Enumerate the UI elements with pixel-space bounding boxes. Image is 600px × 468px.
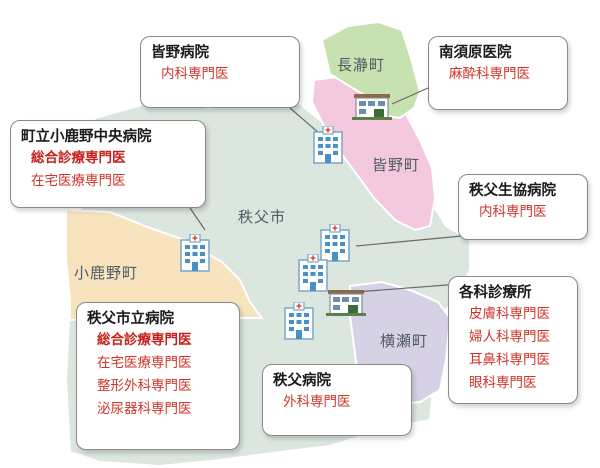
- specialty-item: 在宅医療専門医: [97, 355, 192, 371]
- hospital-name: 各科診療所: [459, 285, 532, 301]
- hospital-name: 皆野病院: [151, 45, 209, 61]
- hospital-name: 町立小鹿野中央病院: [21, 129, 152, 145]
- specialty-item: 在宅医療専門医: [31, 173, 126, 189]
- specialty-item: 総合診療専門医: [31, 150, 126, 166]
- hospital-building-icon[interactable]: [284, 302, 314, 340]
- specialty-item: 外科専門医: [283, 394, 351, 410]
- leader-minano-hospital: [289, 107, 321, 135]
- hospital-name: 秩父病院: [273, 373, 331, 389]
- hospital-name: 秩父生協病院: [469, 183, 556, 199]
- specialty-item: 耳鼻科専門医: [469, 352, 550, 368]
- clinic-building-icon[interactable]: [326, 284, 366, 316]
- callout-chichibu-hospital[interactable]: 秩父病院 外科専門医: [262, 364, 412, 436]
- region-nagatoro-shape: [320, 20, 422, 120]
- region-label-chichibu: 秩父市: [238, 208, 287, 226]
- callout-ogano-central-hospital[interactable]: 町立小鹿野中央病院 総合診療専門医 在宅医療専門医: [10, 120, 206, 208]
- region-label-ogano: 小鹿野町: [74, 264, 139, 282]
- region-label-minano: 皆野町: [372, 156, 421, 174]
- clinic-building-icon[interactable]: [352, 88, 392, 120]
- specialty-item: 麻酔科専門医: [449, 66, 530, 82]
- leader-chichibu-seikyo: [355, 235, 463, 247]
- callout-minamisuhara-clinic[interactable]: 南須原医院 麻酔科専門医: [428, 36, 568, 110]
- callout-kakka-clinic[interactable]: 各科診療所 皮膚科専門医 婦人科専門医 耳鼻科専門医 眼科専門医: [448, 276, 578, 404]
- leader-kakka-clinic: [355, 283, 461, 293]
- specialty-item: 整形外科専門医: [97, 378, 192, 394]
- leader-minamisuhara: [391, 87, 429, 105]
- region-ogano-shape: [65, 208, 264, 322]
- specialty-item: 総合診療専門医: [97, 332, 192, 348]
- callout-minano-hospital[interactable]: 皆野病院 内科専門医: [140, 36, 300, 108]
- specialty-item: 内科専門医: [479, 204, 547, 220]
- hospital-building-icon[interactable]: [180, 234, 210, 272]
- hospital-building-icon[interactable]: [320, 224, 350, 262]
- specialty-item: 婦人科専門医: [469, 329, 550, 345]
- specialty-item: 内科専門医: [161, 66, 229, 82]
- specialty-item: 泌尿器科専門医: [97, 401, 192, 417]
- specialty-item: 眼科専門医: [469, 375, 537, 391]
- hospital-building-icon[interactable]: [298, 254, 328, 292]
- hospital-name: 秩父市立病院: [87, 311, 174, 327]
- hospital-building-icon[interactable]: [313, 126, 343, 164]
- specialty-item: 皮膚科専門医: [469, 306, 550, 322]
- callout-chichibu-seikyo-hospital[interactable]: 秩父生協病院 内科専門医: [458, 174, 588, 240]
- callout-chichibu-city-hospital[interactable]: 秩父市立病院 総合診療専門医 在宅医療専門医 整形外科専門医 泌尿器科専門医: [76, 302, 240, 450]
- region-label-nagatoro: 長瀞町: [337, 56, 386, 74]
- region-label-yokoze: 横瀬町: [380, 332, 429, 350]
- leader-ogano-central: [189, 207, 206, 231]
- hospital-name: 南須原医院: [439, 45, 512, 61]
